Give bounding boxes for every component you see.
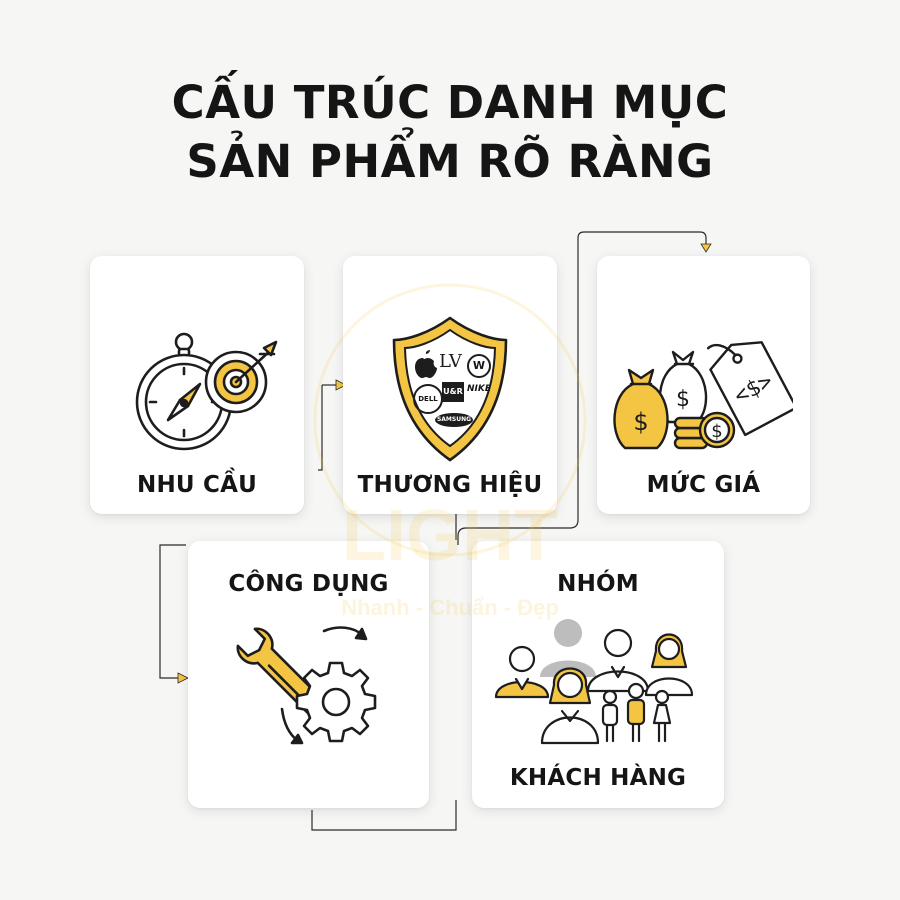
brand-logo-ur: U&R xyxy=(442,382,464,402)
svg-text:$: $ xyxy=(711,421,722,442)
brand-logo-vw: W xyxy=(467,354,491,378)
svg-text:$: $ xyxy=(633,408,648,436)
svg-text:$: $ xyxy=(676,387,690,412)
brand-logo-nike: NIKE xyxy=(467,384,492,394)
card-label-muc-gia: MỨC GIÁ xyxy=(646,472,761,498)
card-cong-dung: CÔNG DỤNG xyxy=(188,541,429,808)
arrow-head-top xyxy=(700,243,712,253)
page-title-line-1: CẤU TRÚC DANH MỤC xyxy=(171,76,729,129)
connector-mid xyxy=(318,385,323,471)
card-muc-gia: <$> $ $ $ MỨC GIÁ xyxy=(597,256,810,514)
connector-top xyxy=(577,231,707,250)
brand-logo-lv: LV xyxy=(439,351,462,372)
card-label-thuong-hieu: THƯƠNG HIỆU xyxy=(357,472,543,498)
card-label-nhom: NHÓM xyxy=(557,571,639,597)
compass-target-icon xyxy=(135,332,278,451)
connector-left xyxy=(159,544,186,679)
brand-logo-dell: DELL xyxy=(413,384,443,414)
brand-logo-samsung: SAMSUNG xyxy=(435,413,473,427)
card-label-khach-hang: KHÁCH HÀNG xyxy=(509,765,687,791)
card-label-nhu-cau: NHU CẦU xyxy=(137,472,257,498)
page-title-line-2: SẢN PHẨM RÕ RÀNG xyxy=(186,135,714,188)
people-group-icon xyxy=(494,619,694,745)
arrow-head-left xyxy=(177,672,189,684)
card-thuong-hieu: LV W U&R DELL NIKE SAMSUNG THƯƠNG HIỆU xyxy=(343,256,557,514)
card-nhu-cau: NHU CẦU xyxy=(90,256,304,514)
card-nhom-khach-hang: NHÓM xyxy=(472,541,724,808)
money-bags-price-tag-icon: <$> $ $ $ xyxy=(613,341,793,450)
card-label-cong-dung: CÔNG DỤNG xyxy=(228,571,389,597)
wrench-gear-icon xyxy=(236,626,377,745)
